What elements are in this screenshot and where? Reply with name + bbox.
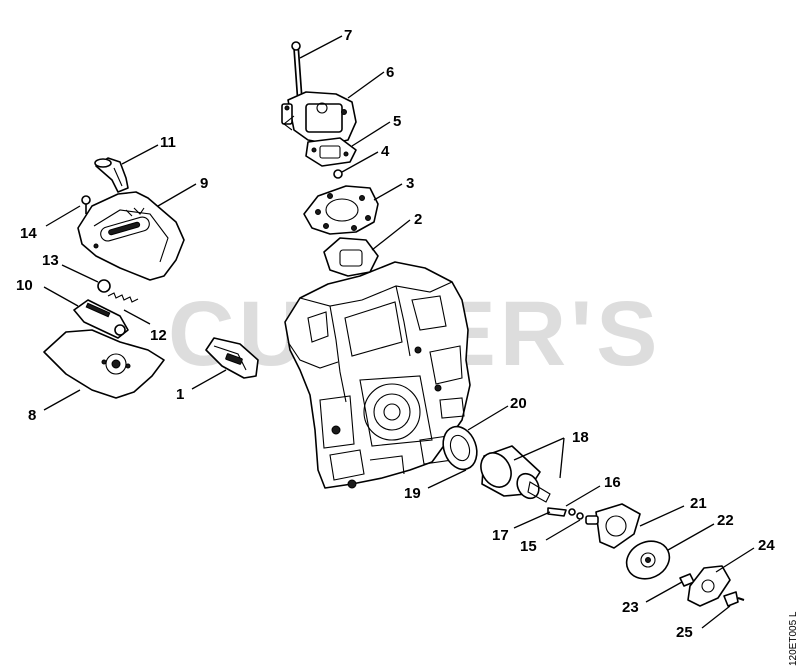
callout-14: 14 <box>20 225 37 242</box>
part-15-17-pins <box>547 507 584 520</box>
leader-lines <box>43 35 755 629</box>
part-12-spring <box>107 292 139 303</box>
callout-10: 10 <box>16 277 33 294</box>
part-20-gasket <box>442 425 478 471</box>
part-14-screw <box>81 195 91 214</box>
part-8-plate <box>43 329 165 399</box>
drawing-code: 120ET005 L <box>788 611 799 666</box>
callout-17: 17 <box>492 527 509 544</box>
callout-9: 9 <box>200 175 208 192</box>
callout-6: 6 <box>386 64 394 81</box>
part-24-cover <box>687 565 731 607</box>
callout-20: 20 <box>510 395 527 412</box>
callout-15: 15 <box>520 538 537 555</box>
part-5-gasket <box>305 137 357 167</box>
part-25-bolt <box>723 591 745 607</box>
part-1-lever <box>205 337 259 379</box>
part-6-carburetor <box>281 91 357 145</box>
part-21-pump <box>585 503 641 549</box>
callout-8: 8 <box>28 407 36 424</box>
callout-7: 7 <box>344 27 352 44</box>
part-3-manifold <box>303 185 379 235</box>
part-4-nut <box>333 169 343 179</box>
part-10-slide <box>73 299 129 339</box>
callout-13: 13 <box>42 252 59 269</box>
crankcase-drawing <box>284 261 471 489</box>
part-13-ball <box>97 279 111 293</box>
callout-labels: 7 6 5 4 3 2 11 9 14 13 10 12 8 1 20 18 1… <box>16 27 775 641</box>
callout-23: 23 <box>622 599 639 616</box>
part-11-knob <box>94 157 129 193</box>
part-7-rod <box>291 41 303 105</box>
callout-18: 18 <box>572 429 589 446</box>
callout-3: 3 <box>406 175 414 192</box>
callout-1: 1 <box>176 386 184 403</box>
callout-5: 5 <box>393 113 401 130</box>
part-9-cover <box>77 191 185 281</box>
callout-25: 25 <box>676 624 693 641</box>
callout-12: 12 <box>150 327 167 344</box>
callout-2: 2 <box>414 211 422 228</box>
callout-4: 4 <box>381 143 390 160</box>
callout-16: 16 <box>604 474 621 491</box>
callout-21: 21 <box>690 495 707 512</box>
callout-11: 11 <box>160 134 176 151</box>
part-18-filter <box>480 445 551 503</box>
callout-24: 24 <box>758 537 775 554</box>
callout-19: 19 <box>404 485 421 502</box>
part-2-gasket <box>323 237 379 277</box>
part-22-diaphragm <box>625 540 671 580</box>
callout-22: 22 <box>717 512 734 529</box>
